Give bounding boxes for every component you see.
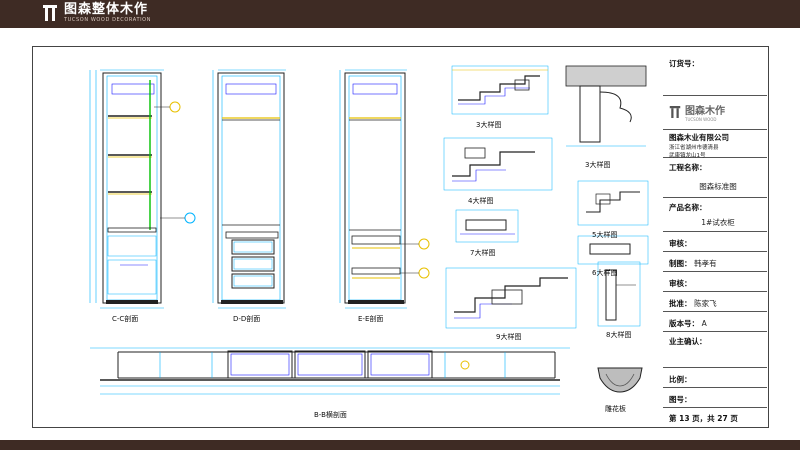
detail-8	[597, 261, 641, 327]
label-dd: D-D剖面	[233, 315, 261, 323]
owner-confirm-label: 业主确认：	[669, 337, 707, 346]
scale-row: 比例：	[663, 368, 767, 388]
version-row: 版本号： A	[663, 312, 767, 332]
review-label: 审核：	[669, 239, 692, 248]
product-row: 产品名称： 1#试衣柜	[663, 198, 767, 232]
drawing-no-row: 图号：	[663, 388, 767, 408]
detail-7	[455, 209, 519, 243]
order-number-label: 订货号：	[669, 59, 699, 68]
project-value: 图森标准图	[699, 182, 737, 191]
company-logo-row: 图森木作 TUCSON WOOD	[663, 96, 767, 130]
approve-row: 批准： 陈家飞	[663, 292, 767, 312]
company-name: 图森木业有限公司	[669, 133, 729, 142]
drafter-value: 韩孝有	[694, 259, 717, 268]
label-detail-6: 6大样图	[592, 269, 618, 277]
owner-confirm-row: 业主确认：	[663, 332, 767, 368]
company-address-2: 武康镇龙山1号	[669, 153, 706, 159]
label-detail-3: 3大样图	[476, 121, 502, 129]
version-value: A	[701, 319, 707, 328]
label-detail-5: 5大样图	[592, 231, 618, 239]
detail-3b	[565, 65, 647, 147]
detail-9	[445, 267, 577, 329]
drawing-sheet	[32, 46, 769, 428]
drafter-row: 制图： 韩孝有	[663, 252, 767, 272]
company-row: 图森木业有限公司 浙江省湖州市德清县 武康镇龙山1号	[663, 130, 767, 159]
label-detail-9: 9大样图	[496, 333, 522, 341]
label-ee: E-E剖面	[358, 315, 384, 323]
page-row: 第 13 页，共 27 页	[663, 408, 767, 427]
label-bb: B-B横剖面	[314, 411, 347, 419]
brand-logo-icon	[43, 5, 57, 21]
label-detail-4: 4大样图	[468, 197, 494, 205]
brand: 图森整体木作 TUCSON WOOD DECORATION	[42, 3, 151, 23]
detail-3	[451, 65, 549, 115]
version-label: 版本号：	[669, 319, 699, 328]
detail-5	[577, 180, 649, 226]
review-row: 审核：	[663, 232, 767, 252]
title-block: 订货号： 图森木作 TUCSON WOOD 图森木业有限公司 浙江省湖州市德清县…	[663, 46, 767, 427]
brand-subtitle: TUCSON WOOD DECORATION	[64, 17, 152, 23]
order-number-row: 订货号：	[663, 46, 767, 96]
scale-label: 比例：	[669, 375, 692, 384]
brand-header: 图森整体木作 TUCSON WOOD DECORATION	[0, 0, 800, 28]
project-label: 工程名称：	[669, 163, 707, 172]
company-logo-icon	[669, 106, 681, 118]
company-logo-name: 图森木作	[685, 106, 725, 117]
drawing-no-label: 图号：	[669, 395, 692, 404]
page-text: 第 13 页，共 27 页	[669, 414, 738, 423]
brand-name: 图森整体木作	[64, 2, 149, 17]
label-detail-8: 8大样图	[606, 331, 632, 339]
check-label: 审核：	[669, 279, 692, 288]
check-row: 审核：	[663, 272, 767, 292]
carving-plate	[597, 367, 643, 393]
label-detail-3b: 3大样图	[585, 161, 611, 169]
detail-6	[577, 235, 649, 265]
label-carving: 雕花板	[605, 405, 626, 413]
approve-value: 陈家飞	[694, 299, 717, 308]
product-label: 产品名称：	[669, 203, 707, 212]
section-bb	[90, 347, 570, 395]
detail-4	[443, 137, 553, 191]
company-logo-sub: TUCSON WOOD	[685, 117, 717, 122]
drafter-label: 制图：	[669, 259, 692, 268]
project-row: 工程名称： 图森标准图	[663, 158, 767, 198]
section-ee	[339, 69, 430, 309]
footer-bar	[0, 440, 800, 450]
section-cc	[89, 69, 196, 309]
product-value: 1#试衣柜	[701, 218, 735, 227]
label-cc: C-C剖面	[112, 315, 139, 323]
approve-label: 批准：	[669, 299, 692, 308]
section-dd	[212, 69, 286, 309]
company-address-1: 浙江省湖州市德清县	[669, 145, 719, 151]
label-detail-7: 7大样图	[470, 249, 496, 257]
